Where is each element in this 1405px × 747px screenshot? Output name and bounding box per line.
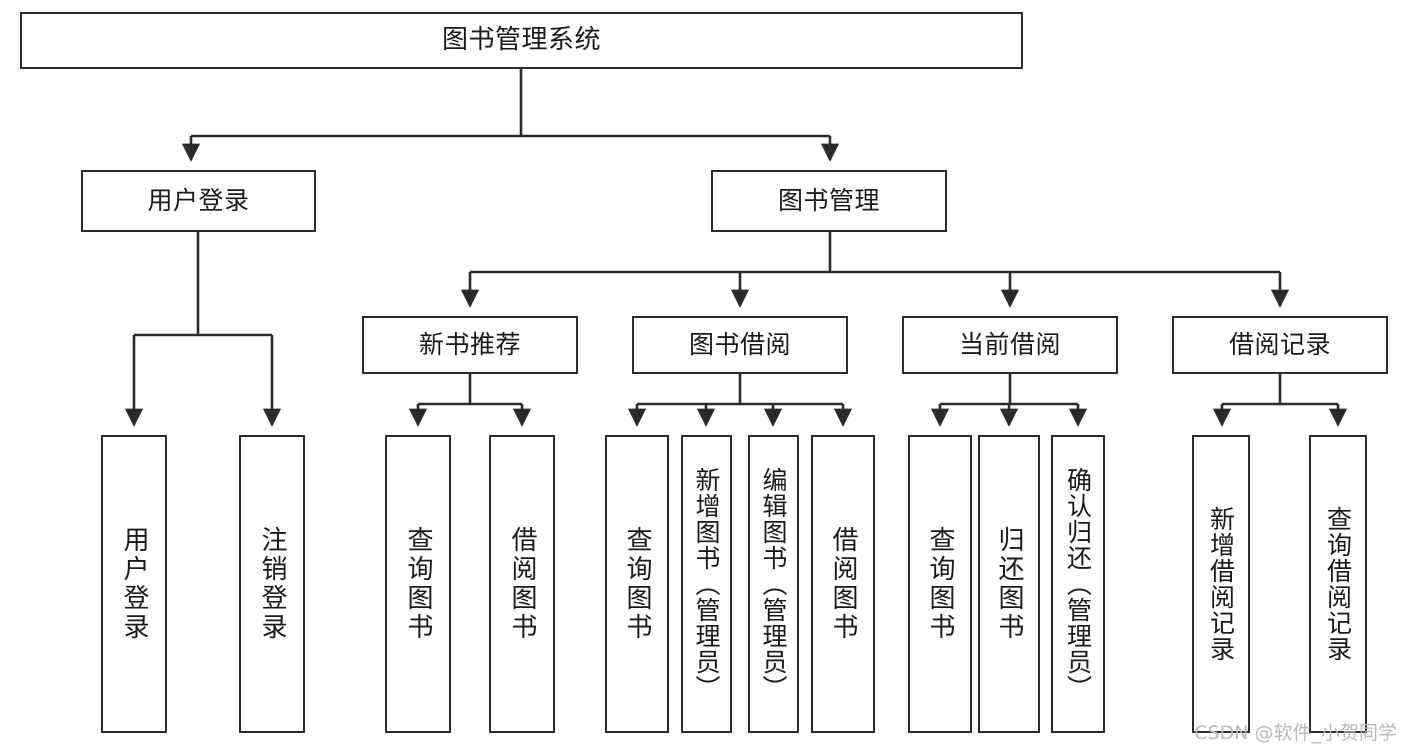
node-book-manage-label: 图书管理 — [777, 186, 880, 215]
node-root-label: 图书管理系统 — [441, 24, 601, 55]
node-leaf-add-record[interactable]: 新增借阅记录 — [1192, 435, 1250, 733]
node-leaf-query-book-2-label: 查询图书 — [622, 526, 652, 642]
node-current-borrow-label: 当前借阅 — [958, 330, 1061, 359]
node-leaf-edit-book-label: 编辑图书（管理员） — [759, 467, 788, 701]
node-leaf-borrow-book-1-label: 借阅图书 — [507, 526, 537, 642]
node-current-borrow[interactable]: 当前借阅 — [902, 316, 1118, 374]
node-leaf-add-book[interactable]: 新增图书（管理员） — [681, 435, 732, 733]
node-leaf-confirm-return[interactable]: 确认归还（管理员） — [1051, 435, 1105, 733]
node-leaf-return-book[interactable]: 归还图书 — [978, 435, 1040, 733]
node-leaf-borrow-book-2[interactable]: 借阅图书 — [811, 435, 875, 733]
node-leaf-borrow-book-1[interactable]: 借阅图书 — [489, 435, 555, 733]
node-leaf-add-record-label: 新增借阅记录 — [1206, 506, 1236, 662]
node-leaf-edit-book[interactable]: 编辑图书（管理员） — [748, 435, 799, 733]
node-leaf-user-login[interactable]: 用户登录 — [101, 435, 167, 733]
node-leaf-query-record-label: 查询借阅记录 — [1323, 506, 1353, 662]
node-leaf-add-book-label: 新增图书（管理员） — [692, 467, 721, 701]
node-root[interactable]: 图书管理系统 — [20, 12, 1023, 69]
node-borrow-record-label: 借阅记录 — [1228, 330, 1331, 359]
node-new-book-recommend-label: 新书推荐 — [418, 330, 521, 359]
node-leaf-logout[interactable]: 注销登录 — [239, 435, 305, 733]
node-leaf-logout-label: 注销登录 — [257, 526, 287, 642]
node-leaf-confirm-return-label: 确认归还（管理员） — [1063, 467, 1093, 701]
node-leaf-borrow-book-2-label: 借阅图书 — [828, 526, 858, 642]
node-book-manage[interactable]: 图书管理 — [711, 170, 947, 232]
node-borrow-record[interactable]: 借阅记录 — [1172, 316, 1388, 374]
node-leaf-query-book-1[interactable]: 查询图书 — [385, 435, 451, 733]
node-new-book-recommend[interactable]: 新书推荐 — [362, 316, 578, 374]
node-book-borrow[interactable]: 图书借阅 — [632, 316, 848, 374]
node-user-login-label: 用户登录 — [147, 186, 250, 215]
csdn-watermark: CSDN @软件_小贺同学 — [1194, 722, 1397, 744]
node-leaf-query-book-2[interactable]: 查询图书 — [605, 435, 669, 733]
node-leaf-user-login-label: 用户登录 — [119, 526, 149, 642]
node-user-login[interactable]: 用户登录 — [81, 170, 316, 232]
node-leaf-query-record[interactable]: 查询借阅记录 — [1309, 435, 1367, 733]
node-leaf-query-book-3[interactable]: 查询图书 — [908, 435, 972, 733]
node-leaf-query-book-3-label: 查询图书 — [925, 526, 955, 642]
node-leaf-return-book-label: 归还图书 — [994, 526, 1024, 642]
node-book-borrow-label: 图书借阅 — [688, 330, 791, 359]
node-leaf-query-book-1-label: 查询图书 — [403, 526, 433, 642]
